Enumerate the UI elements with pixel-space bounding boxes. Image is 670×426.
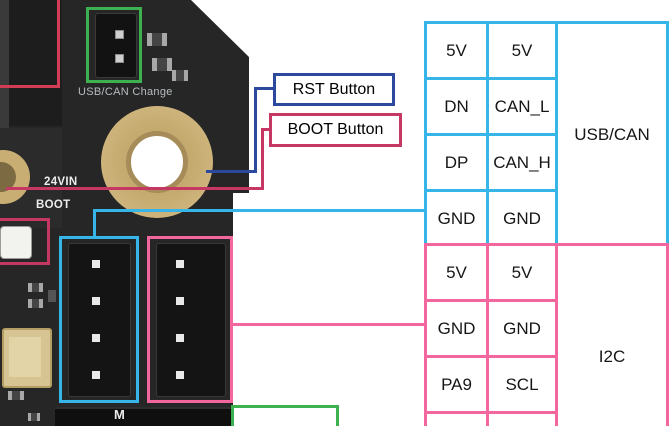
pin-cell: DN bbox=[424, 77, 489, 136]
board-edge-strip bbox=[0, 0, 9, 150]
smd-resistor bbox=[172, 70, 188, 81]
jumper-pin-2 bbox=[115, 54, 124, 63]
i2c-connector-pin bbox=[176, 260, 184, 268]
i2c-pin-table: 5V 5V I2C GND GND PA9 SCL bbox=[424, 243, 669, 426]
i2c-table-line bbox=[233, 323, 424, 326]
usbcan-connector-pin bbox=[92, 260, 100, 268]
usbcan-connector-pin bbox=[92, 371, 100, 379]
highlight-box-i2c-connector bbox=[147, 236, 233, 403]
pin-cell: 5V bbox=[486, 21, 558, 80]
boot-pushbutton bbox=[0, 226, 32, 259]
highlight-box-red-partial bbox=[0, 0, 60, 88]
pin-cell: GND bbox=[424, 189, 489, 248]
silkscreen-24vin: 24VIN bbox=[44, 176, 78, 188]
mounting-hole bbox=[126, 131, 188, 193]
smd-resistor bbox=[28, 413, 40, 421]
smd-resistor bbox=[28, 299, 43, 308]
buzzer-component-top bbox=[9, 337, 41, 377]
smd-resistor bbox=[8, 391, 24, 400]
pin-cell: CAN_L bbox=[486, 77, 558, 136]
smd-resistor bbox=[147, 33, 167, 46]
usbcan-pin-table: 5V 5V USB/CAN DN CAN_L DP CAN_H GND GND bbox=[424, 21, 669, 248]
usbcan-table-line bbox=[93, 209, 424, 212]
pin-cell: DP bbox=[424, 133, 489, 192]
usbcan-connector-pin bbox=[92, 334, 100, 342]
i2c-connector-pin bbox=[176, 371, 184, 379]
pin-cell: PA9 bbox=[424, 355, 489, 414]
highlight-box-boot-button bbox=[0, 218, 50, 265]
smd-resistor bbox=[28, 283, 43, 292]
i2c-connector-pin bbox=[176, 334, 184, 342]
rst-button-label: RST Button bbox=[292, 80, 376, 98]
boot-button-label: BOOT Button bbox=[287, 121, 384, 138]
pin-cell: 5V bbox=[424, 21, 489, 80]
rst-button-callout: RST Button bbox=[273, 73, 395, 106]
silkscreen-usbcan-change: USB/CAN Change bbox=[78, 86, 173, 98]
smd-part bbox=[48, 290, 56, 302]
power-terminal-center bbox=[0, 162, 16, 192]
highlight-box-bottom-partial bbox=[231, 405, 339, 426]
highlight-box-usbcan-change-jumper bbox=[86, 7, 142, 83]
boot-button-callout: BOOT Button bbox=[269, 113, 402, 147]
silkscreen-boot: BOOT bbox=[36, 199, 71, 211]
pin-cell: GND bbox=[486, 299, 558, 358]
rst-callout-line bbox=[254, 87, 257, 173]
silkscreen-m-marking: M bbox=[114, 407, 126, 422]
pin-cell bbox=[486, 411, 558, 426]
smd-resistor bbox=[152, 58, 172, 71]
usbcan-connector-pin bbox=[92, 297, 100, 305]
boot-callout-line bbox=[6, 187, 264, 190]
i2c-table-label: I2C bbox=[555, 243, 669, 426]
boot-callout-line bbox=[261, 128, 270, 131]
pin-cell: CAN_H bbox=[486, 133, 558, 192]
usbcan-table-label: USB/CAN bbox=[555, 21, 669, 248]
rst-callout-line bbox=[206, 170, 257, 173]
i2c-connector bbox=[156, 243, 226, 397]
jumper-pin-1 bbox=[115, 30, 124, 39]
i2c-connector-pin bbox=[176, 297, 184, 305]
rst-callout-line bbox=[256, 87, 274, 90]
pin-cell: 5V bbox=[486, 243, 558, 302]
board-dark-region bbox=[9, 0, 62, 126]
usbcan-table-line bbox=[93, 209, 96, 239]
pin-cell: SCL bbox=[486, 355, 558, 414]
highlight-box-usbcan-connector bbox=[59, 236, 139, 403]
pin-cell: GND bbox=[486, 189, 558, 248]
bottom-connector bbox=[55, 407, 233, 426]
pcb-board: USB/CAN Change 24VIN BOOT M bbox=[0, 0, 249, 426]
pin-cell: GND bbox=[424, 299, 489, 358]
pin-cell bbox=[424, 411, 489, 426]
boot-callout-line bbox=[261, 128, 264, 190]
pin-cell: 5V bbox=[424, 243, 489, 302]
usbcan-change-jumper-connector bbox=[95, 13, 137, 78]
